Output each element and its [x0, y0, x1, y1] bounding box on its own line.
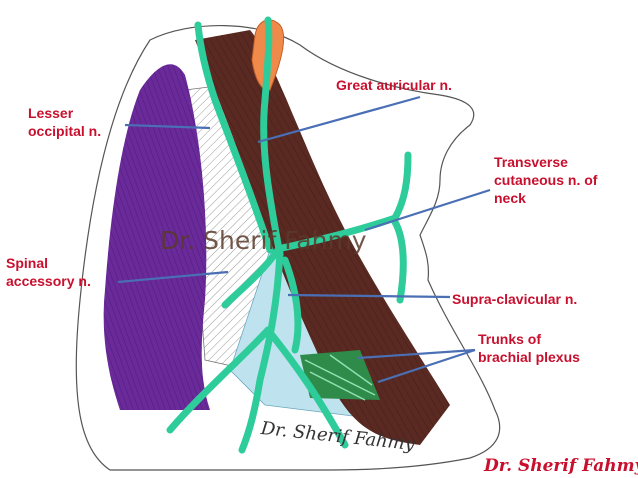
transverse-cutaneous-nerve — [278, 151, 412, 252]
supra-clavicular-branch-2 — [166, 326, 272, 434]
pointer-spinal-accessory — [117, 270, 229, 284]
supra-clavicular-branch-3 — [281, 256, 302, 354]
label-supra-clavicular: Supra-clavicular n. — [452, 290, 577, 308]
signature-logo: Dr. Sherif Fahmy — [484, 456, 638, 476]
brachial-plexus-trunks — [300, 350, 380, 401]
label-transverse-cutaneous-line2: cutaneous n. of — [494, 172, 598, 188]
label-transverse-cutaneous-line1: Transverse — [494, 154, 568, 170]
label-spinal-accessory: Spinal accessory n. — [6, 254, 91, 290]
spinal-accessory-nerve — [221, 246, 282, 309]
watermark: Dr. Sherif Fahmy — [160, 226, 367, 255]
label-lesser-occipital-line1: Lesser — [28, 105, 74, 121]
transverse-branch-lower — [391, 218, 407, 304]
label-spinal-accessory-line2: accessory n. — [6, 273, 91, 289]
label-lesser-occipital-line2: occipital n. — [28, 123, 102, 139]
label-trunks-line1: Trunks of — [478, 331, 542, 347]
label-trunks-line2: brachial plexus — [478, 349, 580, 365]
supra-clavicular-branch-1 — [264, 326, 349, 449]
label-spinal-accessory-line1: Spinal — [6, 255, 49, 271]
label-great-auricular-text: Great auricular n. — [336, 77, 452, 93]
label-transverse-cutaneous-line3: neck — [494, 190, 526, 206]
label-supra-clavicular-text: Supra-clavicular n. — [452, 291, 578, 307]
pointer-transverse-cutaneous — [364, 188, 491, 232]
label-transverse-cutaneous: Transverse cutaneous n. of neck — [494, 153, 597, 207]
pointer-lesser-occipital — [124, 123, 211, 130]
pointer-trunks-1 — [357, 348, 476, 360]
cervical-nerves — [166, 16, 412, 454]
supra-clavicular-trunk — [238, 246, 284, 454]
lesser-occipital-nerve — [194, 21, 274, 254]
label-lesser-occipital: Lesser occipital n. — [28, 104, 101, 140]
pointer-supra-clavicular — [287, 293, 451, 299]
pointer-lines — [117, 95, 491, 384]
label-trunks-brachial-plexus: Trunks of brachial plexus — [478, 330, 580, 366]
label-great-auricular: Great auricular n. — [336, 76, 452, 94]
pointer-great-auricular — [257, 95, 421, 144]
great-auricular-nerve — [260, 16, 284, 259]
pointer-trunks-2 — [377, 348, 476, 384]
